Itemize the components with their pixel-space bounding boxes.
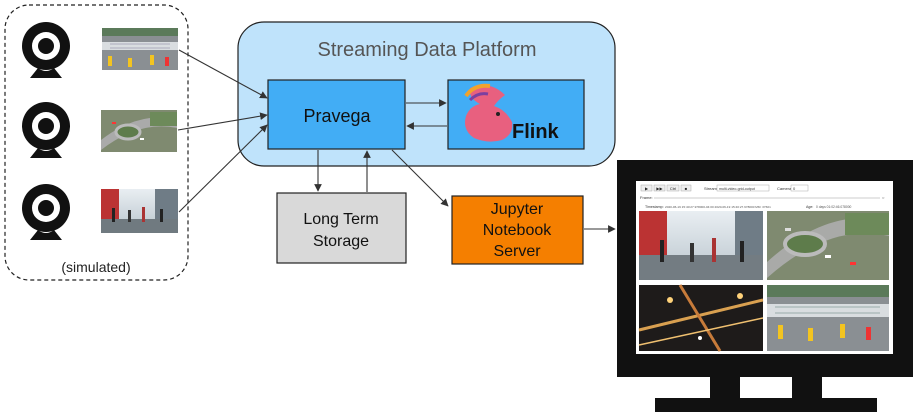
stream-label: Stream:	[704, 186, 718, 191]
ctrl-label: Ctrl	[670, 186, 676, 191]
age-value: 0 days 01:02:46.078000	[816, 205, 852, 209]
connector-arrows	[177, 49, 616, 233]
simulated-cameras-group	[4, 4, 189, 281]
jupyter-line-2: Notebook	[483, 222, 552, 239]
timestamp-label: Timestamp:	[645, 205, 664, 209]
webcam-icon	[22, 22, 70, 78]
squirrel-logo-icon	[464, 83, 513, 142]
fast-forward-label: ▶▶	[656, 186, 663, 191]
flink-label: Flink	[512, 121, 560, 143]
webcam-icon	[22, 184, 70, 240]
arrow-camera3-to-pravega	[178, 124, 268, 213]
shopping-street-thumbnail	[101, 189, 178, 233]
pravega-label: Pravega	[303, 106, 371, 126]
pravega-box	[267, 79, 406, 150]
arrow-camera1-to-pravega	[178, 49, 268, 99]
monitor: ▶ ▶▶ Ctrl ■ Stream: multi-video-grid-out…	[617, 160, 913, 412]
monitor-stand	[655, 398, 877, 412]
timestamp-value: 2020-06-19 15:40:27.978000-04:00 2020-06…	[665, 205, 771, 209]
jupyter-line-3: Server	[493, 243, 541, 260]
night-intersection-tile	[638, 284, 764, 352]
camera-value: 0	[793, 186, 796, 191]
stop-button[interactable]	[680, 184, 692, 192]
fast-forward-button[interactable]	[653, 184, 666, 192]
storage-line-1: Long Term	[303, 211, 378, 228]
play-button-label: ▶	[645, 186, 649, 191]
webcam-icon	[22, 102, 70, 158]
stream-select[interactable]	[716, 184, 770, 192]
arrow-pravega-to-jupyter	[391, 149, 449, 207]
notebook-toolbar: ▶ ▶▶ Ctrl ■ Stream: multi-video-grid-out…	[640, 184, 885, 209]
platform-title: Streaming Data Platform	[318, 39, 537, 61]
simulated-label: (simulated)	[61, 259, 130, 275]
ctrl-button[interactable]	[666, 184, 680, 192]
roundabout-aerial-thumbnail	[101, 110, 177, 152]
roundabout-tile	[767, 211, 889, 280]
storage-line-2: Storage	[313, 233, 369, 250]
jupyter-notebook-server-box	[451, 195, 584, 265]
highway-overhead-thumbnail	[102, 28, 178, 70]
highway-tile	[767, 285, 889, 351]
age-label: Age:	[806, 205, 813, 209]
camera-label: Camera:	[777, 186, 792, 191]
frame-slider-end: ○	[882, 195, 885, 200]
camera-input[interactable]	[790, 184, 809, 192]
jupyter-line-1: Jupyter	[491, 201, 544, 218]
stream-value: multi-video-grid-output	[719, 187, 755, 191]
stop-label: ■	[685, 186, 688, 191]
frame-label: Frame:	[640, 195, 653, 200]
play-button[interactable]	[640, 184, 653, 192]
arrow-camera2-to-pravega	[177, 112, 268, 131]
shopping-street-tile	[639, 211, 763, 280]
long-term-storage-box	[276, 192, 407, 264]
